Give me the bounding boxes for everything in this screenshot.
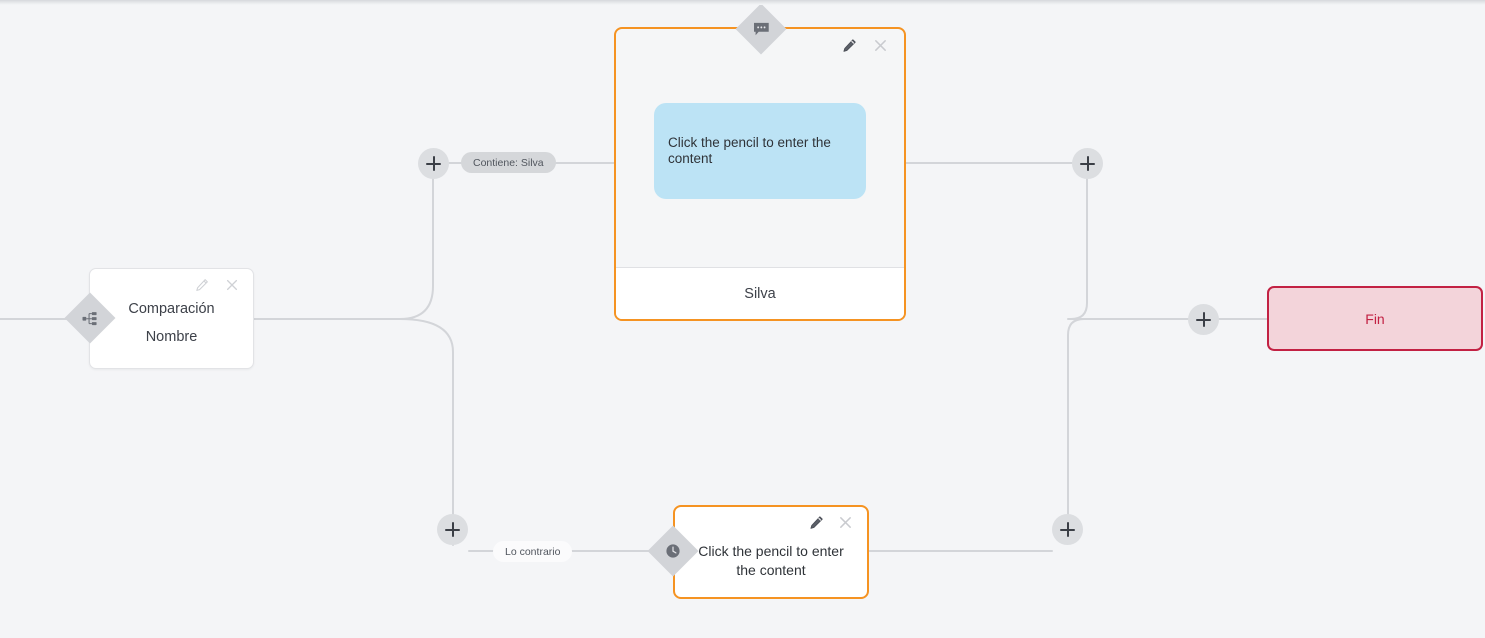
message-node-actions [842,38,888,53]
clock-icon [665,543,681,559]
compare-node-actions [195,278,239,292]
add-node-branch-true-right[interactable] [1072,148,1103,179]
delay-node-actions [809,515,853,530]
plus-icon-vertical [432,156,435,171]
compare-node-badge [64,292,116,344]
pencil-icon[interactable] [809,515,824,530]
message-node-footer: Silva [616,267,904,319]
plus-icon-vertical [1202,312,1205,327]
window-top-shadow [0,0,1485,5]
close-icon[interactable] [838,515,853,530]
add-node-branch-false-right[interactable] [1052,514,1083,545]
plus-icon-vertical [1066,522,1069,537]
pencil-icon[interactable] [195,278,209,292]
chat-bubble-icon [753,21,770,37]
sitemap-icon [82,311,98,326]
compare-node-subtitle: Nombre [145,328,198,345]
plus-icon-vertical [1086,156,1089,171]
add-node-before-end[interactable] [1188,304,1219,335]
edge-label-false[interactable]: Lo contrario [493,541,573,562]
end-node-label: Fin [1365,310,1385,327]
plus-icon-vertical [451,522,454,537]
message-node-badge [735,3,787,55]
pencil-icon[interactable] [842,38,857,53]
message-bubble[interactable]: Click the pencil to enter the content [654,103,866,199]
close-icon[interactable] [873,38,888,53]
node-message[interactable]: Click the pencil to enter the content Si… [614,27,906,321]
edge-label-true[interactable]: Contiene: Silva [461,152,556,173]
delay-node-badge [647,525,699,577]
compare-node-title: Comparación [128,300,215,317]
message-node-body: Click the pencil to enter the content [616,29,904,267]
add-node-branch-true-left[interactable] [418,148,449,179]
node-end[interactable]: Fin [1267,286,1483,351]
node-delay[interactable]: Click the pencil to enter the content [673,505,869,599]
delay-node-text: Click the pencil to enter the content [698,543,844,578]
close-icon[interactable] [225,278,239,292]
add-node-branch-false-left[interactable] [437,514,468,545]
